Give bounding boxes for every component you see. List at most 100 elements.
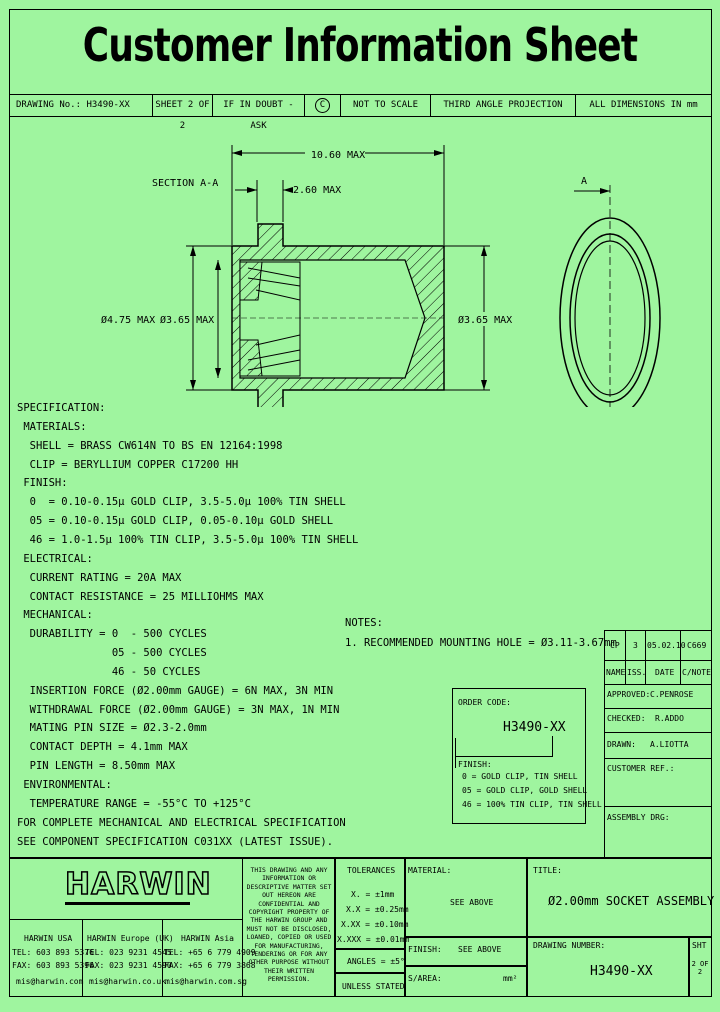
surface-area-unit: mm² bbox=[503, 974, 518, 983]
spec-line: 46 = 1.0-1.5μ 100% TIN CLIP, 3.5-5.0μ 10… bbox=[17, 533, 359, 546]
rev-header-date: DATE bbox=[655, 668, 675, 677]
sht-value: 2 OF 2 bbox=[691, 960, 709, 976]
rev-issue: 3 bbox=[633, 641, 638, 650]
approved-name: C.PENROSE bbox=[650, 690, 694, 699]
page-title: Customer Information Sheet bbox=[82, 18, 638, 72]
logo-underline bbox=[65, 902, 190, 905]
order-finish-option: 0 = GOLD CLIP, TIN SHELL bbox=[462, 772, 578, 781]
spec-line: MATING PIN SIZE = Ø2.3-2.0mm bbox=[17, 722, 207, 735]
spec-line: DURABILITY = 0 - 500 CYCLES bbox=[17, 628, 207, 641]
spec-line: CONTACT RESISTANCE = 25 MILLIOHMS MAX bbox=[17, 590, 264, 603]
dim-overall-label: 10.60 MAX bbox=[311, 150, 365, 161]
footer-top-line bbox=[9, 857, 712, 859]
rev-divider bbox=[680, 630, 681, 684]
material-divider bbox=[526, 858, 528, 997]
dimensions-note: ALL DIMENSIONS IN mm bbox=[589, 100, 698, 110]
rev-header-cnote: C/NOTE bbox=[682, 668, 711, 677]
surface-area-label: S/AREA: bbox=[408, 974, 442, 983]
copyright-symbol: C bbox=[305, 95, 341, 116]
section-label: SECTION A-A bbox=[152, 178, 218, 189]
harwin-logo: HARWIN bbox=[64, 867, 212, 903]
drawn-row bbox=[604, 732, 712, 759]
material-value: SEE ABOVE bbox=[450, 898, 494, 907]
order-finish-option: 05 = GOLD CLIP, GOLD SHELL bbox=[462, 786, 588, 795]
sht-divider bbox=[688, 936, 690, 997]
copyright-icon: C bbox=[315, 98, 330, 113]
office-fax: FAX: 023 9231 4590 bbox=[85, 961, 172, 970]
unless-divider bbox=[334, 972, 404, 974]
checked-row bbox=[604, 708, 712, 733]
order-code: H3490-XX bbox=[503, 720, 566, 735]
spec-line: INSERTION FORCE (Ø2.00mm GAUGE) = 6N MAX… bbox=[17, 684, 334, 697]
spec-line: CONTACT DEPTH = 4.1mm MAX bbox=[17, 741, 188, 754]
dim-inner-dia: Ø3.65 MAX bbox=[160, 314, 214, 326]
section-arrow-top: A bbox=[581, 176, 587, 187]
order-finish-option: 46 = 100% TIN CLIP, TIN SHELL bbox=[462, 800, 602, 809]
sheet-border bbox=[9, 9, 712, 997]
title-label: TITLE: bbox=[533, 866, 562, 875]
sht-label: SHT bbox=[692, 941, 707, 950]
office-fax: FAX: +65 6 779 3868 bbox=[164, 961, 256, 970]
order-code-leader bbox=[455, 738, 556, 768]
customer-ref-label: CUSTOMER REF.: bbox=[607, 764, 675, 773]
rev-divider bbox=[625, 630, 626, 684]
spec-line: CURRENT RATING = 20A MAX bbox=[17, 571, 182, 584]
assembly-drg-label: ASSEMBLY DRG: bbox=[607, 813, 670, 822]
spec-line: SPECIFICATION: bbox=[17, 402, 106, 414]
order-finish-label: FINISH: bbox=[458, 760, 492, 769]
tolerance-divider bbox=[404, 858, 406, 997]
material-label: MATERIAL: bbox=[408, 866, 452, 875]
dim-step-label: 2.60 MAX bbox=[293, 185, 341, 196]
spec-line: ELECTRICAL: bbox=[17, 552, 93, 565]
technical-drawing: 10.60 MAX 2.60 MAX SECTION A-A Ø4.75 MAX… bbox=[100, 145, 661, 407]
office-name: HARWIN USA bbox=[24, 934, 73, 943]
logo-area: HARWIN bbox=[10, 858, 243, 920]
tolerance-row: X. = ±1mm bbox=[351, 890, 395, 899]
tolerances-title: TOLERANCES bbox=[347, 866, 396, 875]
office-email: mis@harwin.com.sg bbox=[165, 977, 247, 986]
confidential-divider bbox=[334, 858, 336, 997]
drawn-label: DRAWN: bbox=[607, 740, 636, 749]
approved-label: APPROVED: bbox=[607, 690, 651, 699]
office-email: mis@harwin.com bbox=[16, 977, 84, 986]
tolerance-row: X.X = ±0.25mm bbox=[346, 905, 409, 914]
order-code-label: ORDER CODE: bbox=[458, 698, 511, 707]
end-view: A A bbox=[559, 176, 661, 407]
spec-line: MATERIALS: bbox=[17, 420, 87, 433]
finish-value: SEE ABOVE bbox=[458, 945, 502, 954]
drawing-number: H3490-XX bbox=[590, 964, 653, 979]
office-tel: TEL: 023 9231 4545 bbox=[85, 948, 172, 957]
drawing-title: Ø2.00mm SOCKET ASSEMBLY bbox=[548, 894, 715, 908]
spec-line: SEE COMPONENT SPECIFICATION C031XX (LATE… bbox=[17, 835, 334, 848]
office-tel: TEL: +65 6 779 4909 bbox=[164, 948, 256, 957]
spec-line: 0 = 0.10-0.15μ GOLD CLIP, 3.5-5.0μ 100% … bbox=[17, 496, 346, 509]
office-tel: TEL: 603 893 5376 bbox=[12, 948, 94, 957]
angles-divider bbox=[334, 948, 404, 950]
if-in-doubt: IF IN DOUBT - ASK bbox=[213, 95, 305, 131]
spec-line: MECHANICAL: bbox=[17, 609, 93, 622]
rev-name: CP bbox=[610, 641, 620, 650]
angles-tolerance: ANGLES = ±5° bbox=[347, 957, 405, 966]
order-code-box bbox=[452, 688, 586, 824]
rev-divider bbox=[645, 630, 646, 684]
sheet-number: SHEET 2 OF 2 bbox=[153, 95, 213, 131]
spec-line: WITHDRAWAL FORCE (Ø2.00mm GAUGE) = 3N MA… bbox=[17, 703, 340, 716]
order-code-tick bbox=[552, 736, 553, 756]
checked-label: CHECKED: bbox=[607, 714, 646, 723]
drawing-number-label: DRAWING NUMBER: bbox=[533, 941, 606, 950]
spec-line: 05 = 0.10-0.15μ GOLD CLIP, 0.05-0.10μ GO… bbox=[17, 515, 334, 528]
spec-line: CLIP = BERYLLIUM COPPER C17200 HH bbox=[17, 458, 239, 471]
scale-note: NOT TO SCALE bbox=[341, 95, 431, 116]
unless-stated: UNLESS STATED bbox=[342, 982, 405, 991]
spec-line: SHELL = BRASS CW614N TO BS EN 12164:1998 bbox=[17, 439, 283, 452]
dim-outer-dia: Ø4.75 MAX bbox=[101, 314, 155, 326]
customer-ref-row bbox=[604, 758, 712, 807]
drawn-name: A.LIOTTA bbox=[650, 740, 689, 749]
area-divider bbox=[404, 965, 526, 967]
revision-row bbox=[604, 630, 712, 661]
confidential-notice: THIS DRAWING AND ANY INFORMATION OR DESC… bbox=[246, 866, 332, 984]
projection-note: THIRD ANGLE PROJECTION bbox=[431, 95, 576, 116]
spec-line: FINISH: bbox=[17, 477, 68, 490]
office-name: HARWIN Europe (UK) bbox=[87, 934, 174, 943]
office-email: mis@harwin.co.uk bbox=[89, 977, 167, 986]
